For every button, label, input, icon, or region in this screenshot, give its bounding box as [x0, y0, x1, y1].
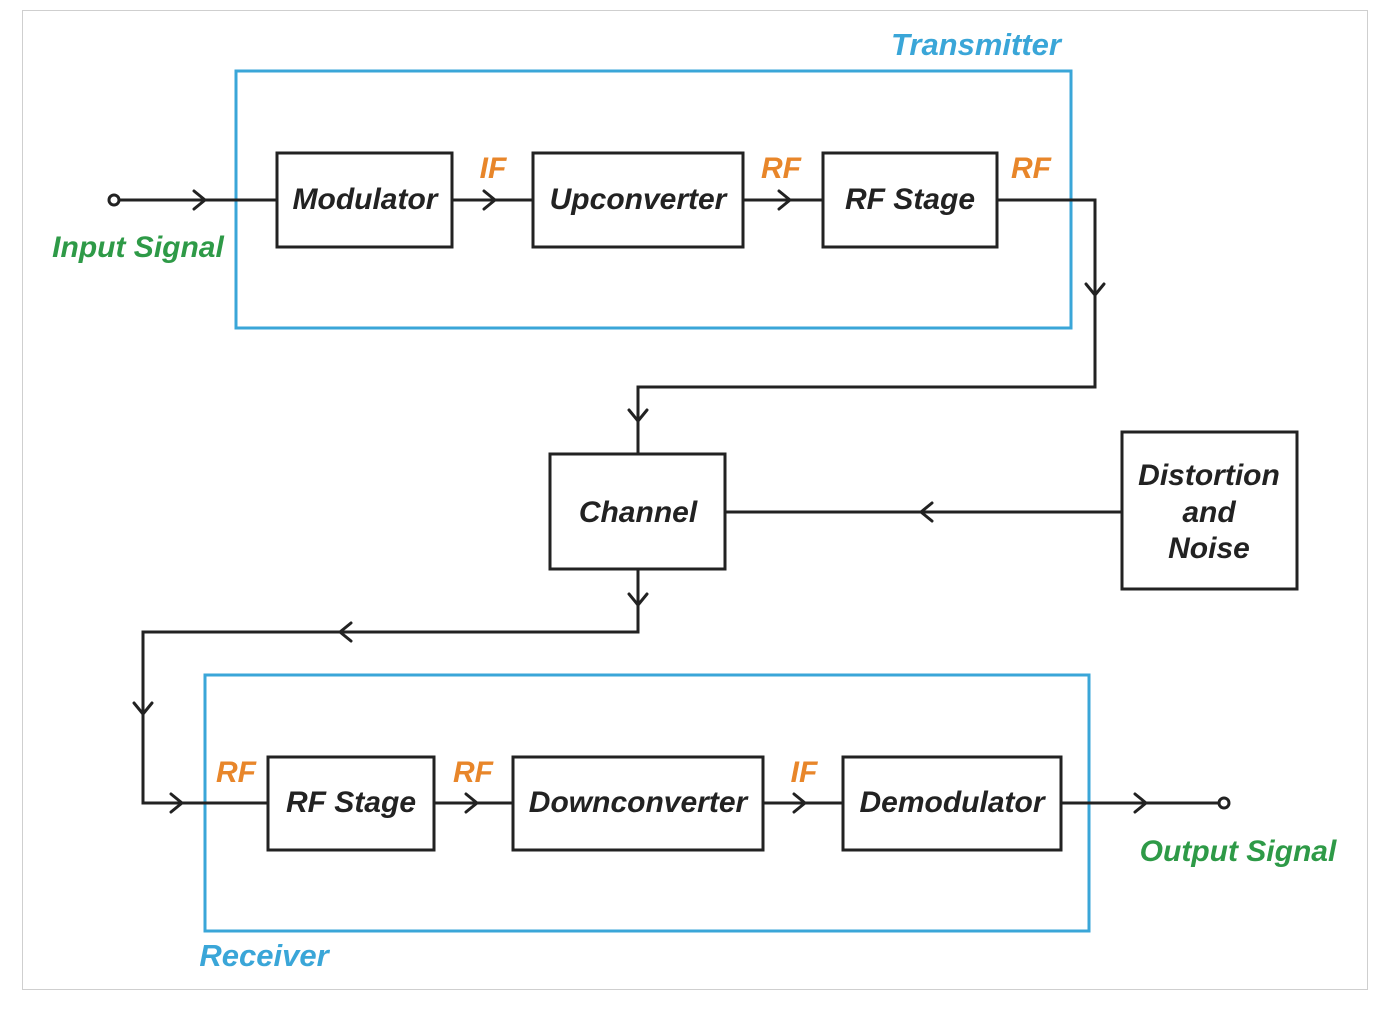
modulator-label: Modulator — [293, 183, 440, 216]
arrow-down-icon — [627, 592, 649, 607]
distortion-noise-block — [1120, 430, 1299, 591]
modulator-block — [275, 151, 454, 249]
tx-signal-if: IF — [480, 152, 507, 185]
arrow-right-icon — [1133, 792, 1148, 814]
channel-block — [548, 452, 727, 571]
tx-signal-rf-1: RF — [761, 152, 802, 185]
input-terminal — [107, 193, 121, 207]
arrow-left-icon — [919, 501, 934, 523]
distortion-label-line-2: and — [1182, 496, 1236, 529]
distortion-label-line-3: Noise — [1168, 532, 1250, 565]
arrow-right-icon — [777, 189, 792, 211]
tx-rf-stage-label: RF Stage — [845, 183, 975, 216]
arrow-right-icon — [792, 792, 807, 814]
demodulator-label: Demodulator — [859, 786, 1046, 819]
rx-rf-stage-block — [266, 755, 436, 852]
downconverter-block — [511, 755, 765, 852]
output-terminal — [1217, 796, 1231, 810]
rx-signal-rf-1: RF — [216, 756, 257, 789]
output-signal-label: Output Signal — [1140, 835, 1337, 868]
transmitter-title: Transmitter — [891, 27, 1063, 62]
upconverter-label: Upconverter — [550, 183, 729, 216]
demodulator-block — [841, 755, 1063, 852]
arrow-right-icon — [169, 792, 184, 814]
arrow-right-icon — [482, 189, 497, 211]
downconverter-label: Downconverter — [529, 786, 750, 819]
tx-signal-rf-2: RF — [1011, 152, 1052, 185]
receiver-title: Receiver — [199, 938, 330, 973]
arrow-right-icon — [464, 792, 479, 814]
diagram-frame — [22, 10, 1368, 990]
wire-tx-to-channel — [636, 198, 1097, 454]
distortion-label-line-1: Distortion — [1138, 459, 1280, 492]
rx-signal-if: IF — [791, 756, 818, 789]
upconverter-block — [531, 151, 745, 249]
tx-rf-stage-block — [821, 151, 999, 249]
channel-label: Channel — [579, 496, 698, 529]
arrow-right-icon — [192, 189, 207, 211]
arrow-left-icon — [338, 621, 353, 643]
rx-rf-stage-label: RF Stage — [286, 786, 416, 819]
arrow-down-icon — [132, 701, 154, 716]
rx-signal-rf-2: RF — [453, 756, 494, 789]
arrow-down-icon — [627, 408, 649, 423]
arrow-down-icon — [1084, 282, 1106, 297]
wire-channel-to-rx — [141, 569, 640, 805]
input-signal-label: Input Signal — [52, 231, 224, 264]
